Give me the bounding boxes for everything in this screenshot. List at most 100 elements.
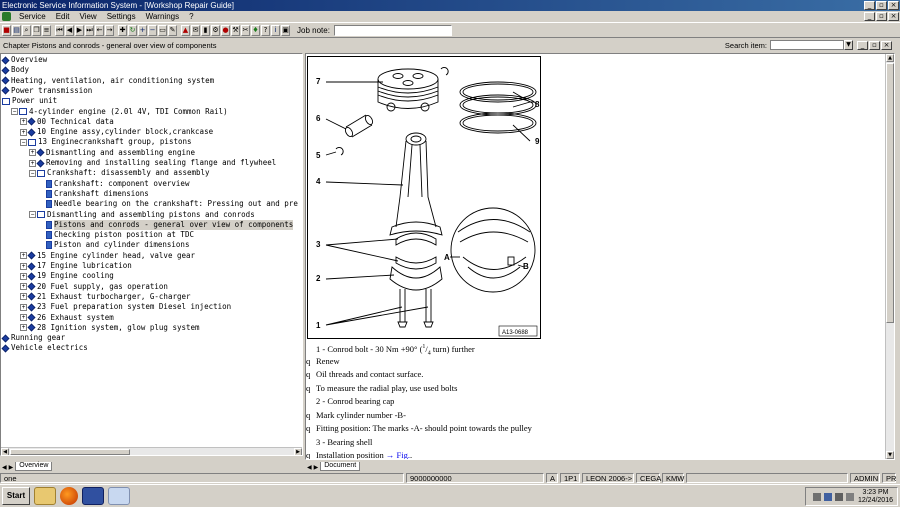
minimize-button[interactable]: _ [864, 1, 875, 10]
tree-item[interactable]: Piston and cylinder dimensions [38, 240, 189, 250]
firefox-icon[interactable] [60, 487, 78, 505]
scroll-left-icon[interactable]: ◀ [1, 447, 9, 455]
engine-icon[interactable]: ⚙ [211, 24, 220, 36]
tree-item[interactable]: Body [1, 65, 29, 75]
tree-item[interactable]: +Removing and installing sealing flange … [29, 158, 276, 168]
contents-icon[interactable]: ≡ [42, 24, 51, 36]
document-scroll-thumb[interactable] [886, 63, 894, 323]
tree-item[interactable]: Power unit [2, 96, 57, 106]
battery-icon[interactable]: ▮ [201, 24, 210, 36]
stop-icon[interactable]: ● [221, 24, 230, 36]
tab-next-icon[interactable]: ▶ [8, 464, 14, 471]
info-icon[interactable]: i [271, 24, 280, 36]
tree-item[interactable]: Crankshaft dimensions [38, 189, 149, 199]
tree-item[interactable]: +21 Exhaust turbocharger, G-charger [20, 292, 191, 302]
prev-page-icon[interactable]: ◀ [65, 24, 74, 36]
speaker-icon[interactable] [834, 492, 843, 501]
expand-icon[interactable]: + [20, 324, 27, 332]
mdi-minimize-button[interactable]: _ [864, 12, 875, 21]
back-icon[interactable]: ← [95, 24, 104, 36]
exit-icon[interactable]: ■ [2, 24, 11, 36]
menu-item-help[interactable]: ? [189, 12, 194, 21]
tree-item[interactable]: Vehicle electrics [1, 343, 88, 353]
tree-item[interactable]: −Crankshaft: disassembly and assembly [29, 168, 210, 178]
tree-item[interactable]: Checking piston position at TDC [38, 230, 194, 240]
tree-item[interactable]: +20 Fuel supply, gas operation [20, 282, 168, 292]
folder-icon[interactable] [34, 487, 56, 505]
document-vertical-scrollbar[interactable]: ▲ ▼ [885, 54, 894, 459]
first-page-icon[interactable]: ⏮ [55, 24, 64, 36]
expand-icon[interactable]: + [20, 293, 27, 301]
tools-icon[interactable]: ✂ [241, 24, 250, 36]
tree-item[interactable]: Running gear [1, 333, 65, 343]
search-icon[interactable]: ⌕ [22, 24, 31, 36]
tools-app-icon[interactable] [108, 487, 130, 505]
restore-button[interactable]: ▫ [876, 1, 887, 10]
zoom-out-icon[interactable]: − [148, 24, 157, 36]
tree-item[interactable]: Pistons and conrods - general over view … [38, 219, 294, 230]
menu-item-settings[interactable]: Settings [106, 12, 136, 21]
collapse-icon[interactable]: − [29, 169, 36, 177]
window-icon[interactable]: ▣ [281, 24, 290, 36]
flag-icon[interactable] [845, 492, 854, 501]
panel-restore-button[interactable]: ▫ [869, 40, 880, 50]
doc-tab-next-icon[interactable]: ▶ [313, 464, 319, 471]
expand-icon[interactable]: + [20, 252, 27, 260]
tree-item[interactable]: Power transmission [1, 86, 92, 96]
panel-minimize-button[interactable]: _ [857, 40, 868, 50]
highlight-icon[interactable]: ✎ [168, 24, 177, 36]
mdi-close-button[interactable]: × [888, 12, 899, 21]
tree-item[interactable]: +23 Fuel preparation system Diesel injec… [20, 302, 231, 312]
app-icon[interactable] [2, 12, 11, 21]
tab-prev-icon[interactable]: ◀ [2, 464, 7, 471]
tree-item[interactable]: Overview [1, 55, 47, 65]
expand-icon[interactable]: + [20, 128, 27, 136]
tree-item[interactable]: −Dismantling and assembling pistons and … [29, 210, 255, 220]
expand-icon[interactable]: + [20, 283, 27, 291]
expand-icon[interactable]: + [20, 262, 27, 270]
tree-item[interactable]: +19 Engine cooling [20, 271, 114, 281]
tree-item[interactable]: +17 Engine lubrication [20, 261, 132, 271]
expand-icon[interactable]: + [29, 159, 36, 167]
bookmark-icon[interactable]: ✚ [118, 24, 127, 36]
tree-item[interactable]: +28 Ignition system, glow plug system [20, 323, 200, 333]
tree-item[interactable]: Crankshaft: component overview [38, 179, 189, 189]
tree-horizontal-scrollbar[interactable]: ◀ ▶ [1, 447, 302, 455]
doc-tab-prev-icon[interactable]: ◀ [307, 464, 312, 471]
tree-item[interactable]: +10 Engine assy,cylinder block,crankcase [20, 127, 213, 137]
last-page-icon[interactable]: ⏭ [85, 24, 94, 36]
warning-icon[interactable]: ▲ [181, 24, 190, 36]
up-arrow-icon[interactable] [812, 492, 821, 501]
search-input[interactable] [770, 40, 844, 50]
network-icon[interactable] [823, 492, 832, 501]
expand-icon[interactable]: + [20, 314, 27, 321]
fit-icon[interactable]: ▭ [158, 24, 167, 36]
menu-item-warnings[interactable]: Warnings [145, 12, 180, 21]
search-dropdown-button[interactable]: ▼ [844, 40, 853, 50]
next-page-icon[interactable]: ▶ [75, 24, 84, 36]
esi-app-icon[interactable] [82, 487, 104, 505]
tree-item[interactable]: +26 Exhaust system [20, 313, 114, 323]
scroll-up-icon[interactable]: ▲ [886, 54, 894, 62]
collapse-icon[interactable]: − [29, 211, 36, 218]
close-button[interactable]: × [888, 1, 899, 10]
help-icon[interactable]: ? [261, 24, 270, 36]
print-icon[interactable]: ▤ [12, 24, 21, 36]
tree-item[interactable]: +00 Technical data [20, 117, 114, 127]
tree-item[interactable]: +15 Engine cylinder head, valve gear [20, 251, 195, 261]
menu-item-edit[interactable]: Edit [55, 12, 70, 21]
note-icon[interactable]: ✉ [191, 24, 200, 36]
tree-item[interactable]: −13 Enginecrankshaft group, pistons [20, 137, 192, 147]
collapse-icon[interactable]: − [11, 108, 18, 115]
start-button[interactable]: Start [2, 487, 30, 505]
copy-icon[interactable]: ❐ [32, 24, 41, 36]
collapse-icon[interactable]: − [20, 138, 27, 146]
tree-item[interactable]: Heating, ventilation, air conditioning s… [1, 76, 214, 86]
expand-icon[interactable]: + [29, 149, 36, 157]
figure-link[interactable]: → Fig. [385, 450, 410, 460]
menu-item-service[interactable]: Service [19, 12, 46, 21]
scroll-right-icon[interactable]: ▶ [294, 447, 302, 455]
panel-close-button[interactable]: × [881, 40, 892, 50]
vehicle-icon[interactable]: ♦ [251, 24, 260, 36]
tree-item[interactable]: −4-cylinder engine (2.0l 4V, TDI Common … [11, 107, 228, 117]
